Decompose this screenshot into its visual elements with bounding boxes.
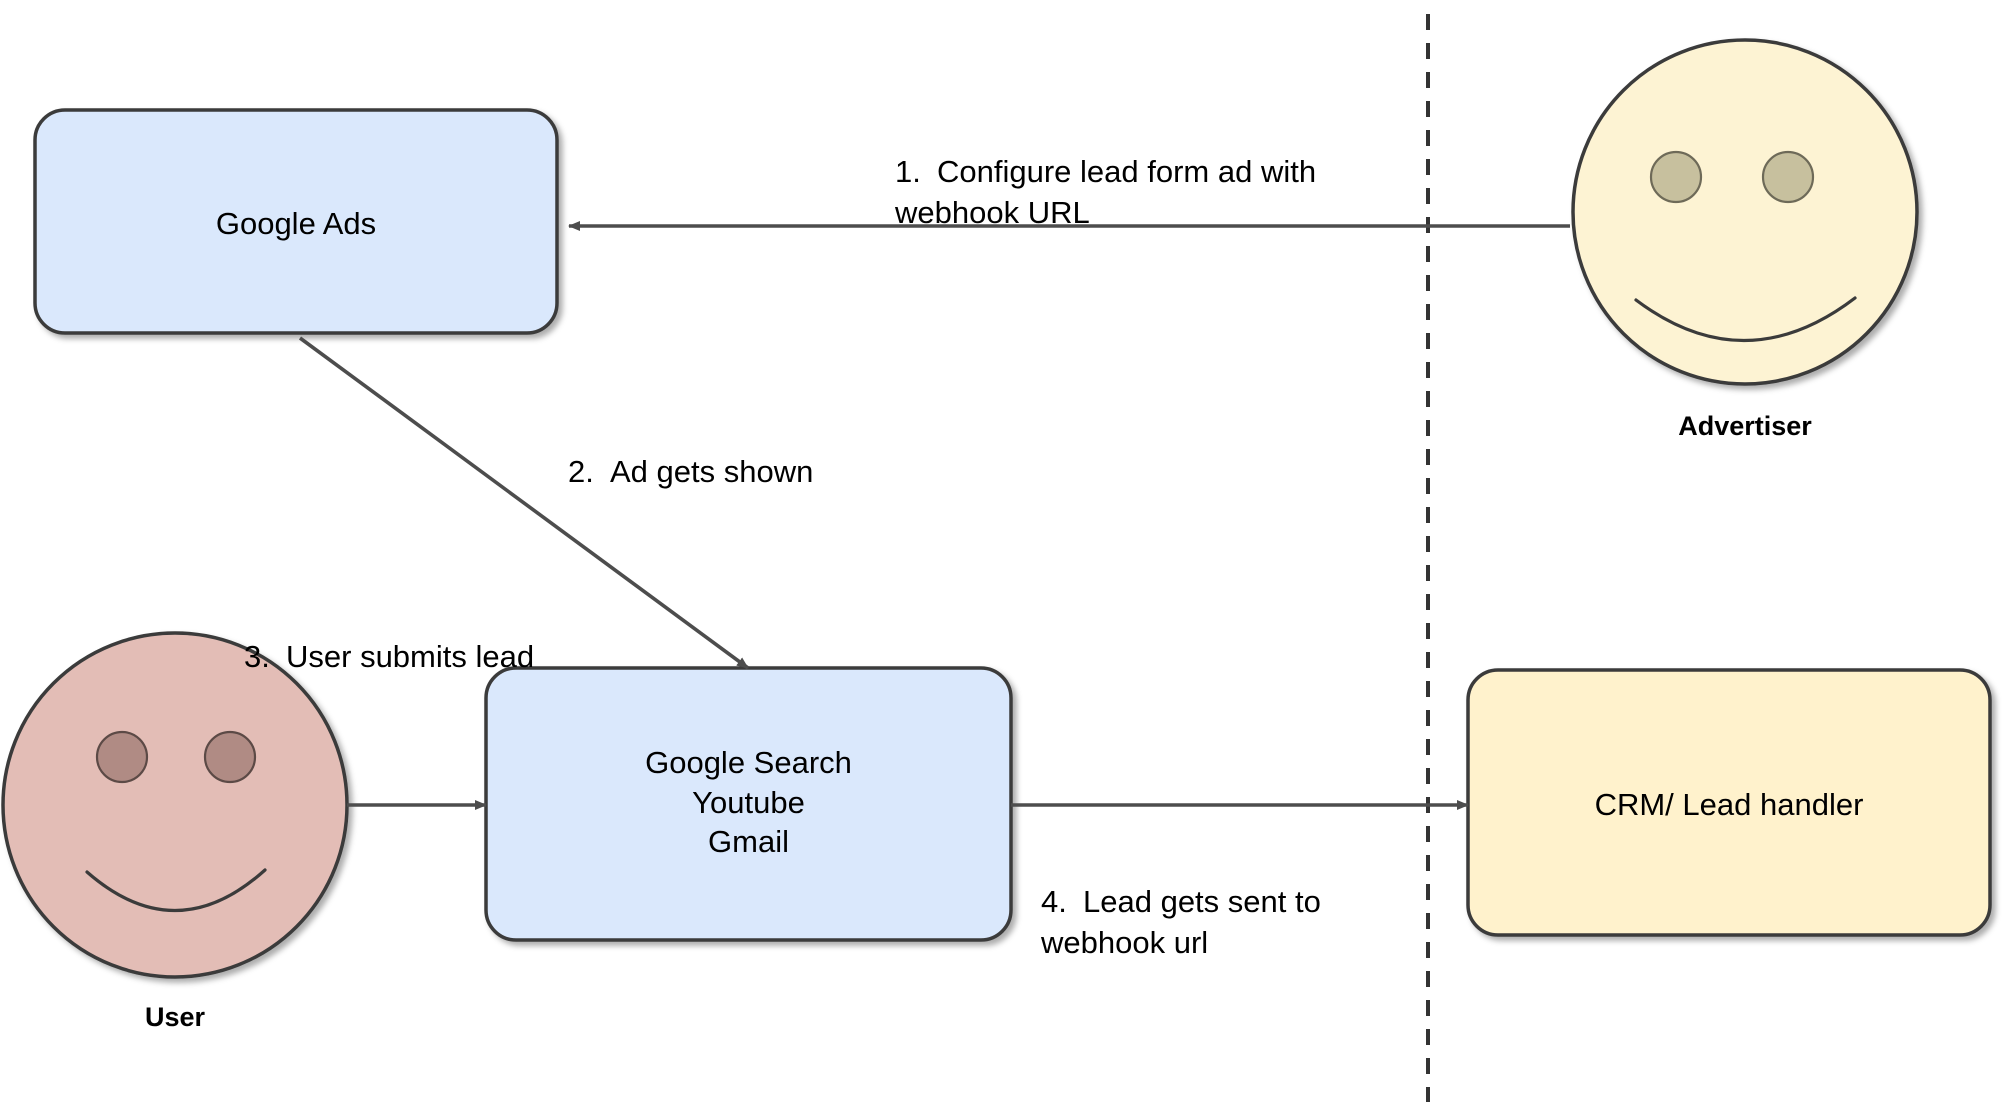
node-crm[interactable] <box>1466 668 1992 937</box>
actor-user[interactable] <box>1 631 349 979</box>
advertiser-face-icon <box>1571 38 1919 386</box>
crm-box-shape <box>1466 668 1992 937</box>
advertiser-right-eye-icon <box>1761 150 1815 204</box>
node-google-surfaces[interactable] <box>484 666 1013 942</box>
advertiser-smile-icon <box>1634 296 1857 343</box>
google-ads-box-shape <box>33 108 559 335</box>
actor-advertiser[interactable] <box>1571 38 1919 386</box>
node-google-ads[interactable] <box>33 108 559 335</box>
user-left-eye-icon <box>95 730 149 784</box>
google-surfaces-box-shape <box>484 666 1013 942</box>
user-right-eye-icon <box>203 730 257 784</box>
user-smile-icon <box>85 868 267 912</box>
user-face-icon <box>1 631 349 979</box>
advertiser-left-eye-icon <box>1649 150 1703 204</box>
edge-google-ads-to-surfaces <box>298 336 750 670</box>
